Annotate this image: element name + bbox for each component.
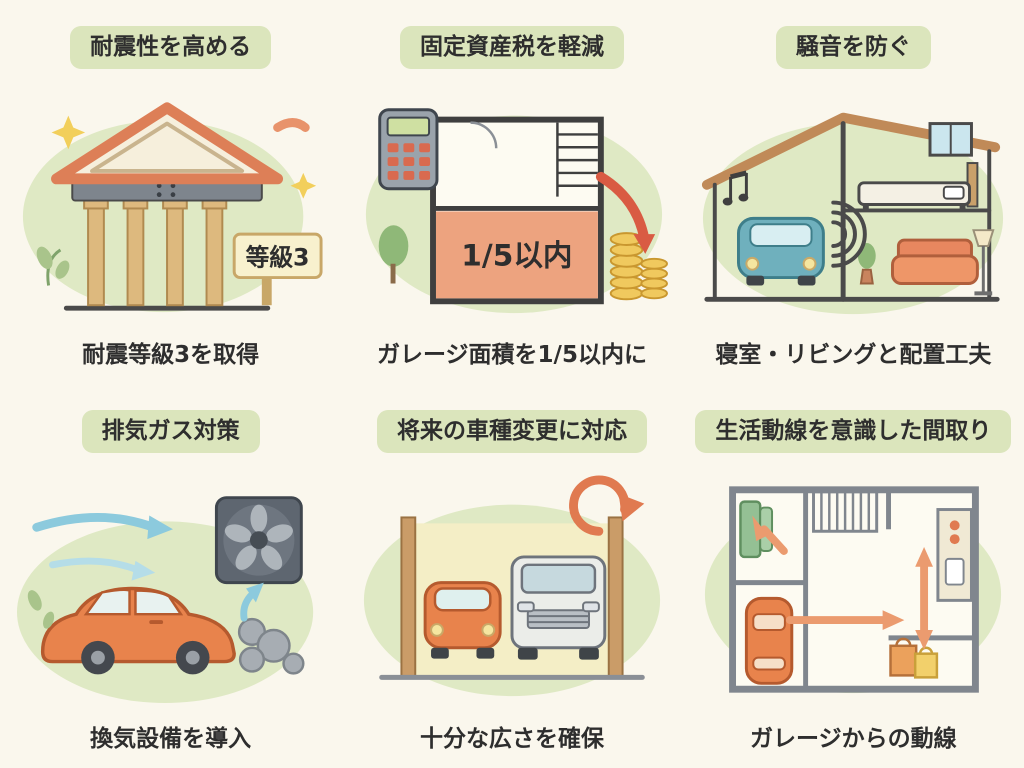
coin-stacks-icon [609,232,668,301]
panel-seismic-title-badge: 耐震性を高める [70,26,272,70]
panel-seismic-illustration: 等級3 [12,69,330,342]
plant-icon [36,246,70,286]
smoke-to-fan-arrow-icon [239,582,264,622]
interior-walls [732,489,976,690]
panel-exhaust-caption: 換気設備を導入 [90,725,252,752]
car-front-view [737,216,826,286]
exhaust-art [16,496,313,704]
exhaust-smoke-icon [237,617,305,675]
door-arc [470,121,498,149]
sound-waves-icon [831,200,868,268]
wide-garage-art [363,475,661,697]
panel-exhaust-title-badge: 排気ガス対策 [81,410,260,454]
garage-area [435,211,598,299]
panel-flow-caption: ガレージからの動線 [750,725,957,752]
panel-tax-caption: ガレージ面積を1/5以内に [377,341,647,368]
garage-post-left [400,516,417,679]
leaves-icon [27,590,54,629]
seismic-house-art: 等級3 [22,102,323,313]
panel-future-title-badge: 将来の車種変更に対応 [376,410,647,454]
swoosh-icon [272,118,310,132]
floor-plan: 1/5以内 [430,116,604,305]
panel-seismic-caption: 耐震等級3を取得 [82,341,260,368]
swap-arrow-icon [569,475,645,536]
car-side-view [40,586,236,675]
window [928,122,974,157]
roof-inner-line [89,121,244,173]
music-note-icon [723,170,749,206]
calculator-icon [378,108,439,191]
panel-exhaust-illustration [12,453,330,726]
panel-noise-title-badge: 騒音を防ぐ [775,26,931,70]
panel-flow-illustration [694,453,1012,726]
panel-future: 将来の車種変更に対応 [341,384,682,768]
panel-future-illustration [353,453,671,726]
car-top-view [745,596,794,685]
ventilation-fan [214,496,303,585]
panel-noise-caption: 寝室・リビングと配置工夫 [715,341,992,368]
stairs [556,122,598,197]
bed [857,162,979,211]
sofa [891,238,980,285]
grade-sign: 等級3 [232,232,323,306]
sparkle-icon [51,115,85,150]
panel-tax: 固定資産税を軽減 [341,0,682,384]
panel-noise: 騒音を防ぐ [683,0,1024,384]
shopping-bags-icon [889,637,939,679]
tax-floorplan-art: 1/5以内 [365,108,668,314]
roof [50,102,283,185]
compact-car-front [423,581,502,659]
house-columns [82,199,227,307]
panel-exhaust: 排気ガス対策 [0,384,341,768]
tree-icon [378,225,409,284]
panel-tax-title-badge: 固定資産税を軽減 [399,26,624,70]
decrease-arrow-icon [595,171,656,254]
stairs [812,490,879,533]
panel-flow-title-badge: 生活動線を意識した間取り [695,410,1012,454]
floor-lamp [972,229,995,296]
panel-tax-illustration: 1/5以内 [353,69,671,342]
grade-sign-label: 等級3 [245,244,309,272]
suv-front [510,555,607,660]
panel-flow: 生活動線を意識した間取り [683,384,1024,768]
panel-seismic: 耐震性を高める [0,0,341,384]
airflow-arrows-icon [31,513,173,581]
garage-post-right [607,516,624,679]
flow-floorplan-art [705,486,1002,694]
garage-area-label: 1/5以内 [461,239,572,273]
noise-house-art [702,112,1004,315]
kitchen-counter [936,508,974,602]
flow-arrows [752,515,934,650]
panel-noise-illustration [694,69,1012,342]
floor-plan [729,486,980,693]
panel-future-caption: 十分な広さを確保 [419,725,604,752]
sparkle-icon [290,172,316,199]
